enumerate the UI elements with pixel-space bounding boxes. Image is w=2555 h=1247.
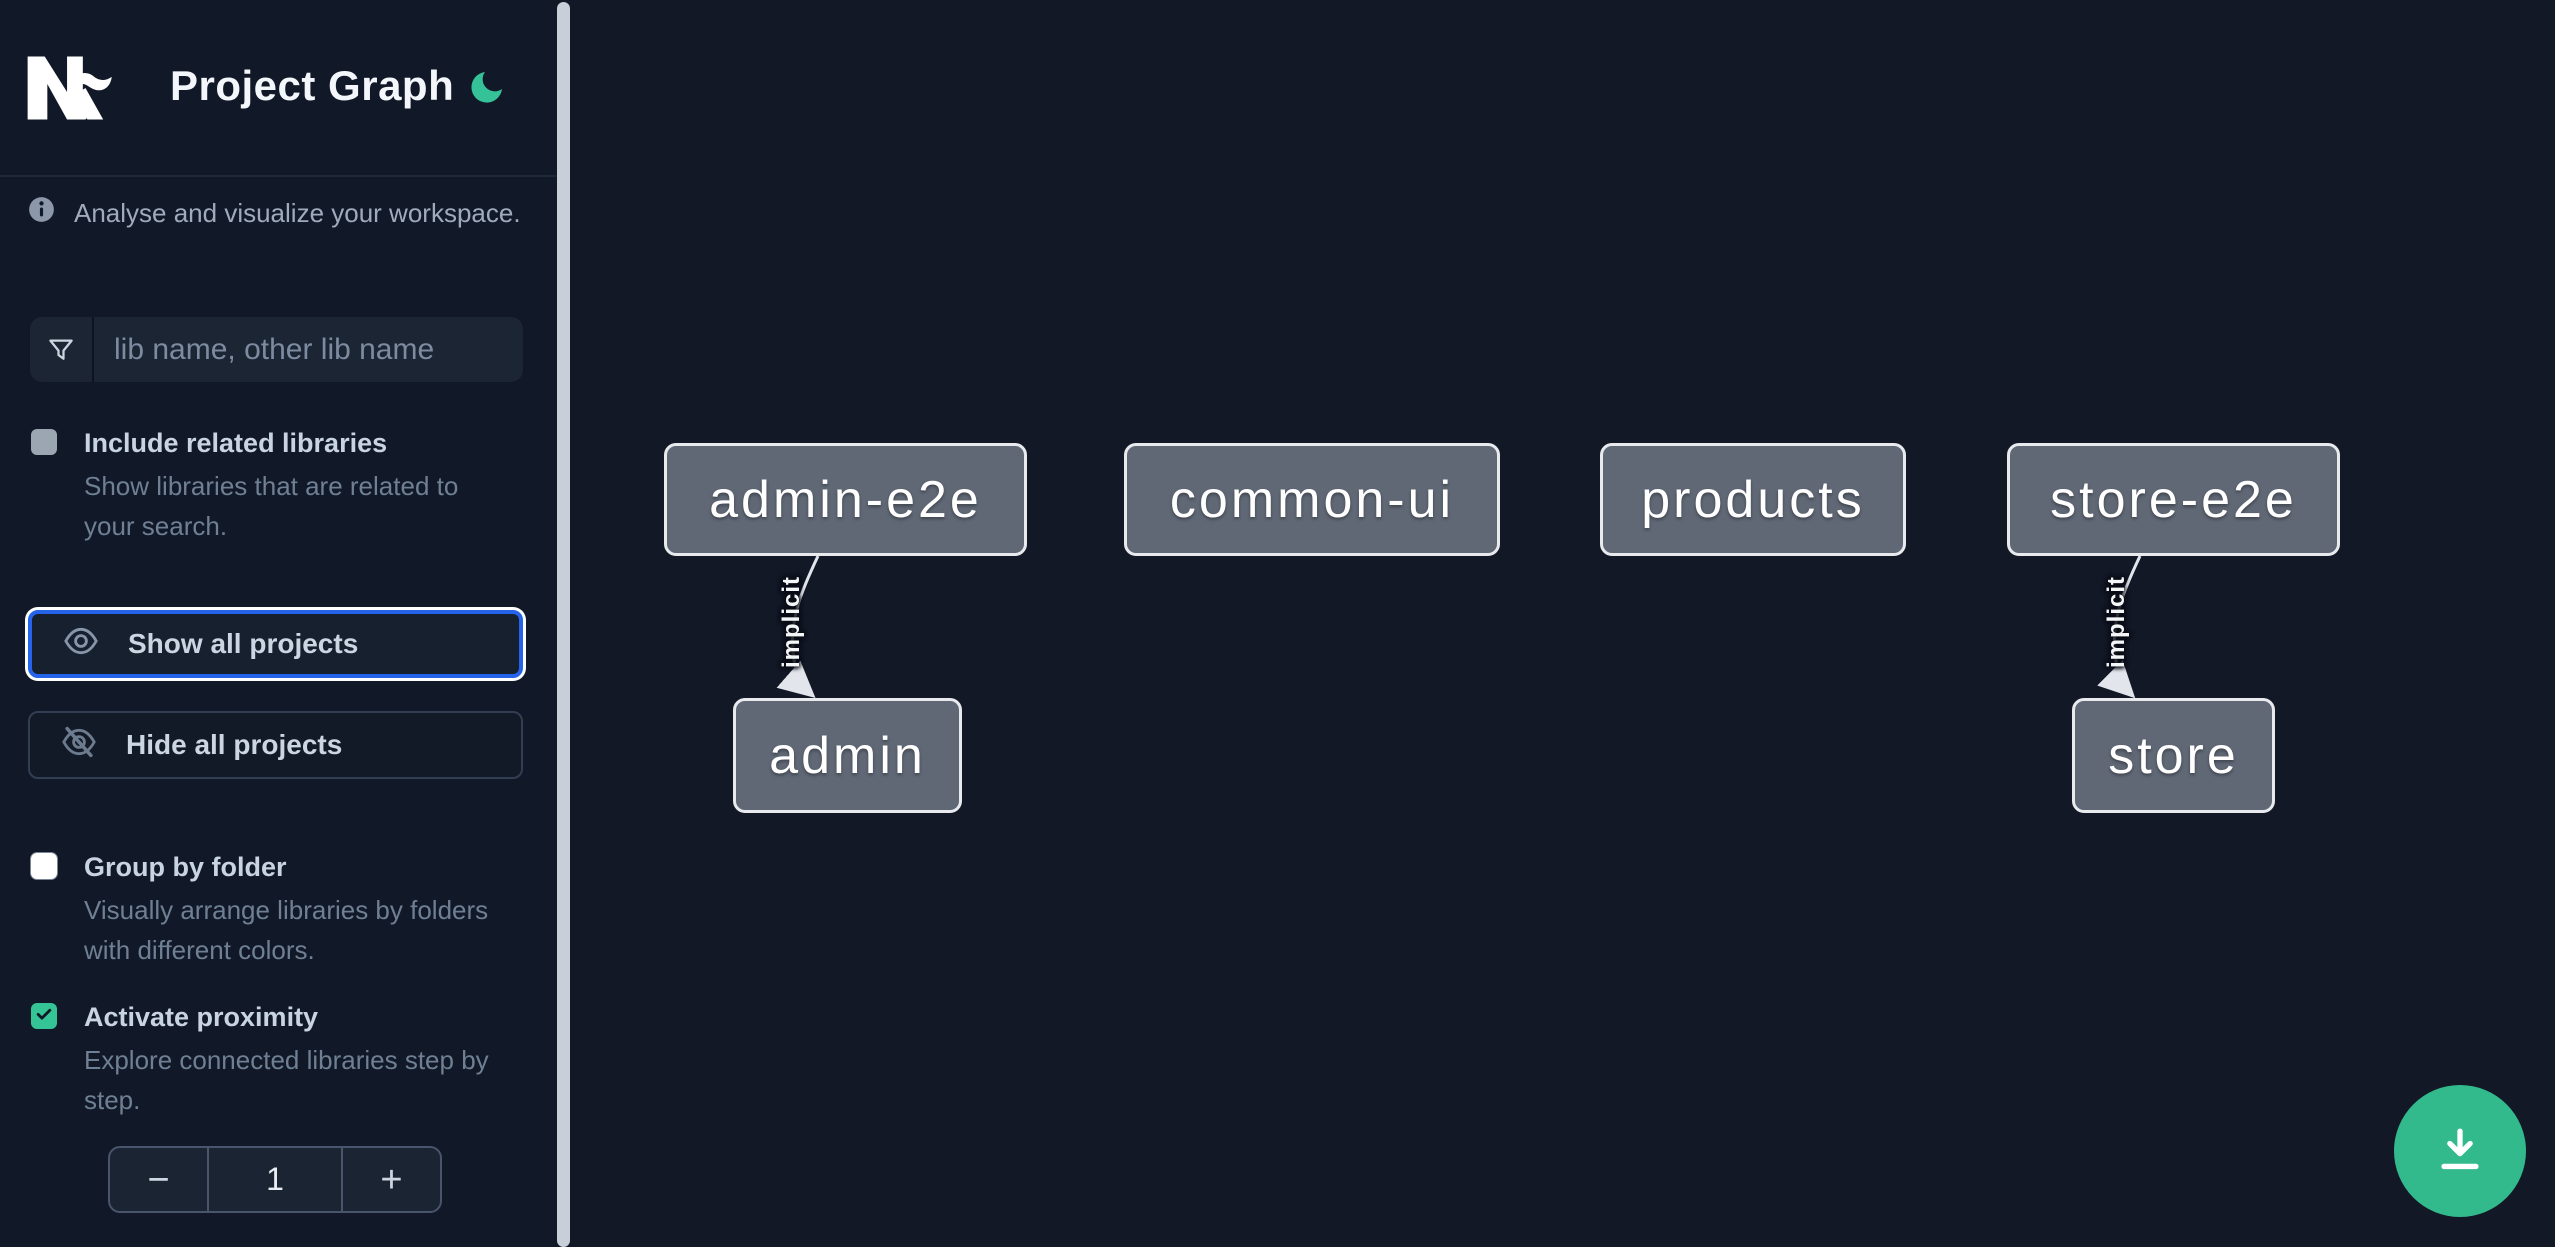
funnel-icon bbox=[30, 317, 94, 382]
toggle-include-related[interactable]: Include related libraries Show libraries… bbox=[28, 427, 498, 546]
proximity-value-input[interactable] bbox=[207, 1148, 343, 1211]
theme-toggle-button[interactable] bbox=[463, 64, 511, 112]
moon-icon bbox=[467, 71, 507, 110]
download-icon bbox=[2431, 1121, 2489, 1182]
graph-node-store-e2e[interactable]: store-e2e bbox=[2007, 443, 2340, 556]
sidebar-scrollbar bbox=[556, 0, 571, 1247]
checkbox-include-related[interactable] bbox=[31, 429, 57, 455]
toggle-activate-proximity[interactable]: Activate proximity Explore connected lib… bbox=[28, 1001, 498, 1120]
hide-all-projects-label: Hide all projects bbox=[126, 729, 343, 760]
nx-logo bbox=[25, 55, 117, 121]
graph-node-admin[interactable]: admin bbox=[733, 698, 962, 813]
checkbox-activate-proximity[interactable] bbox=[31, 1003, 57, 1029]
eye-off-icon bbox=[60, 723, 98, 768]
graph-canvas[interactable] bbox=[571, 0, 2555, 1247]
workspace-info: Analyse and visualize your workspace. bbox=[28, 196, 533, 230]
edge-label-implicit: implicit bbox=[2103, 575, 2130, 669]
toggle-group-by-folder[interactable]: Group by folder Visually arrange librari… bbox=[28, 851, 498, 970]
workspace-info-text: Analyse and visualize your workspace. bbox=[74, 197, 521, 228]
edge-label-implicit: implicit bbox=[778, 575, 805, 669]
checkbox-group-by-folder[interactable] bbox=[31, 853, 57, 879]
graph-node-common-ui[interactable]: common-ui bbox=[1124, 443, 1500, 556]
proximity-stepper: − + bbox=[108, 1146, 442, 1213]
page-title: Project Graph bbox=[170, 62, 455, 109]
download-image-button[interactable] bbox=[2394, 1085, 2526, 1217]
eye-icon bbox=[62, 622, 100, 667]
graph-node-store[interactable]: store bbox=[2072, 698, 2275, 813]
show-all-projects-label: Show all projects bbox=[128, 628, 359, 659]
toggle-description: Explore connected libraries step by step… bbox=[84, 1045, 489, 1115]
hide-all-projects-button[interactable]: Hide all projects bbox=[28, 711, 523, 779]
toggle-label: Activate proximity bbox=[84, 1002, 319, 1032]
check-icon bbox=[34, 1004, 54, 1029]
graph-node-admin-e2e[interactable]: admin-e2e bbox=[664, 443, 1027, 556]
proximity-decrement-button[interactable]: − bbox=[110, 1148, 207, 1211]
proximity-increment-button[interactable]: + bbox=[343, 1148, 440, 1211]
search-input[interactable] bbox=[94, 317, 523, 382]
toggle-label: Group by folder bbox=[84, 852, 287, 882]
show-all-projects-button[interactable]: Show all projects bbox=[28, 610, 523, 678]
sidebar-scrollbar-thumb[interactable] bbox=[557, 2, 570, 1247]
search-box bbox=[30, 317, 523, 382]
sidebar: Project Graph Analyse and visualize your… bbox=[0, 0, 556, 1247]
graph-node-products[interactable]: products bbox=[1600, 443, 1906, 556]
toggle-label: Include related libraries bbox=[84, 428, 388, 458]
toggle-description: Visually arrange libraries by folders wi… bbox=[84, 895, 489, 965]
toggle-description: Show libraries that are related to your … bbox=[84, 471, 459, 541]
info-icon bbox=[28, 196, 55, 230]
sidebar-header: Project Graph bbox=[0, 0, 556, 177]
